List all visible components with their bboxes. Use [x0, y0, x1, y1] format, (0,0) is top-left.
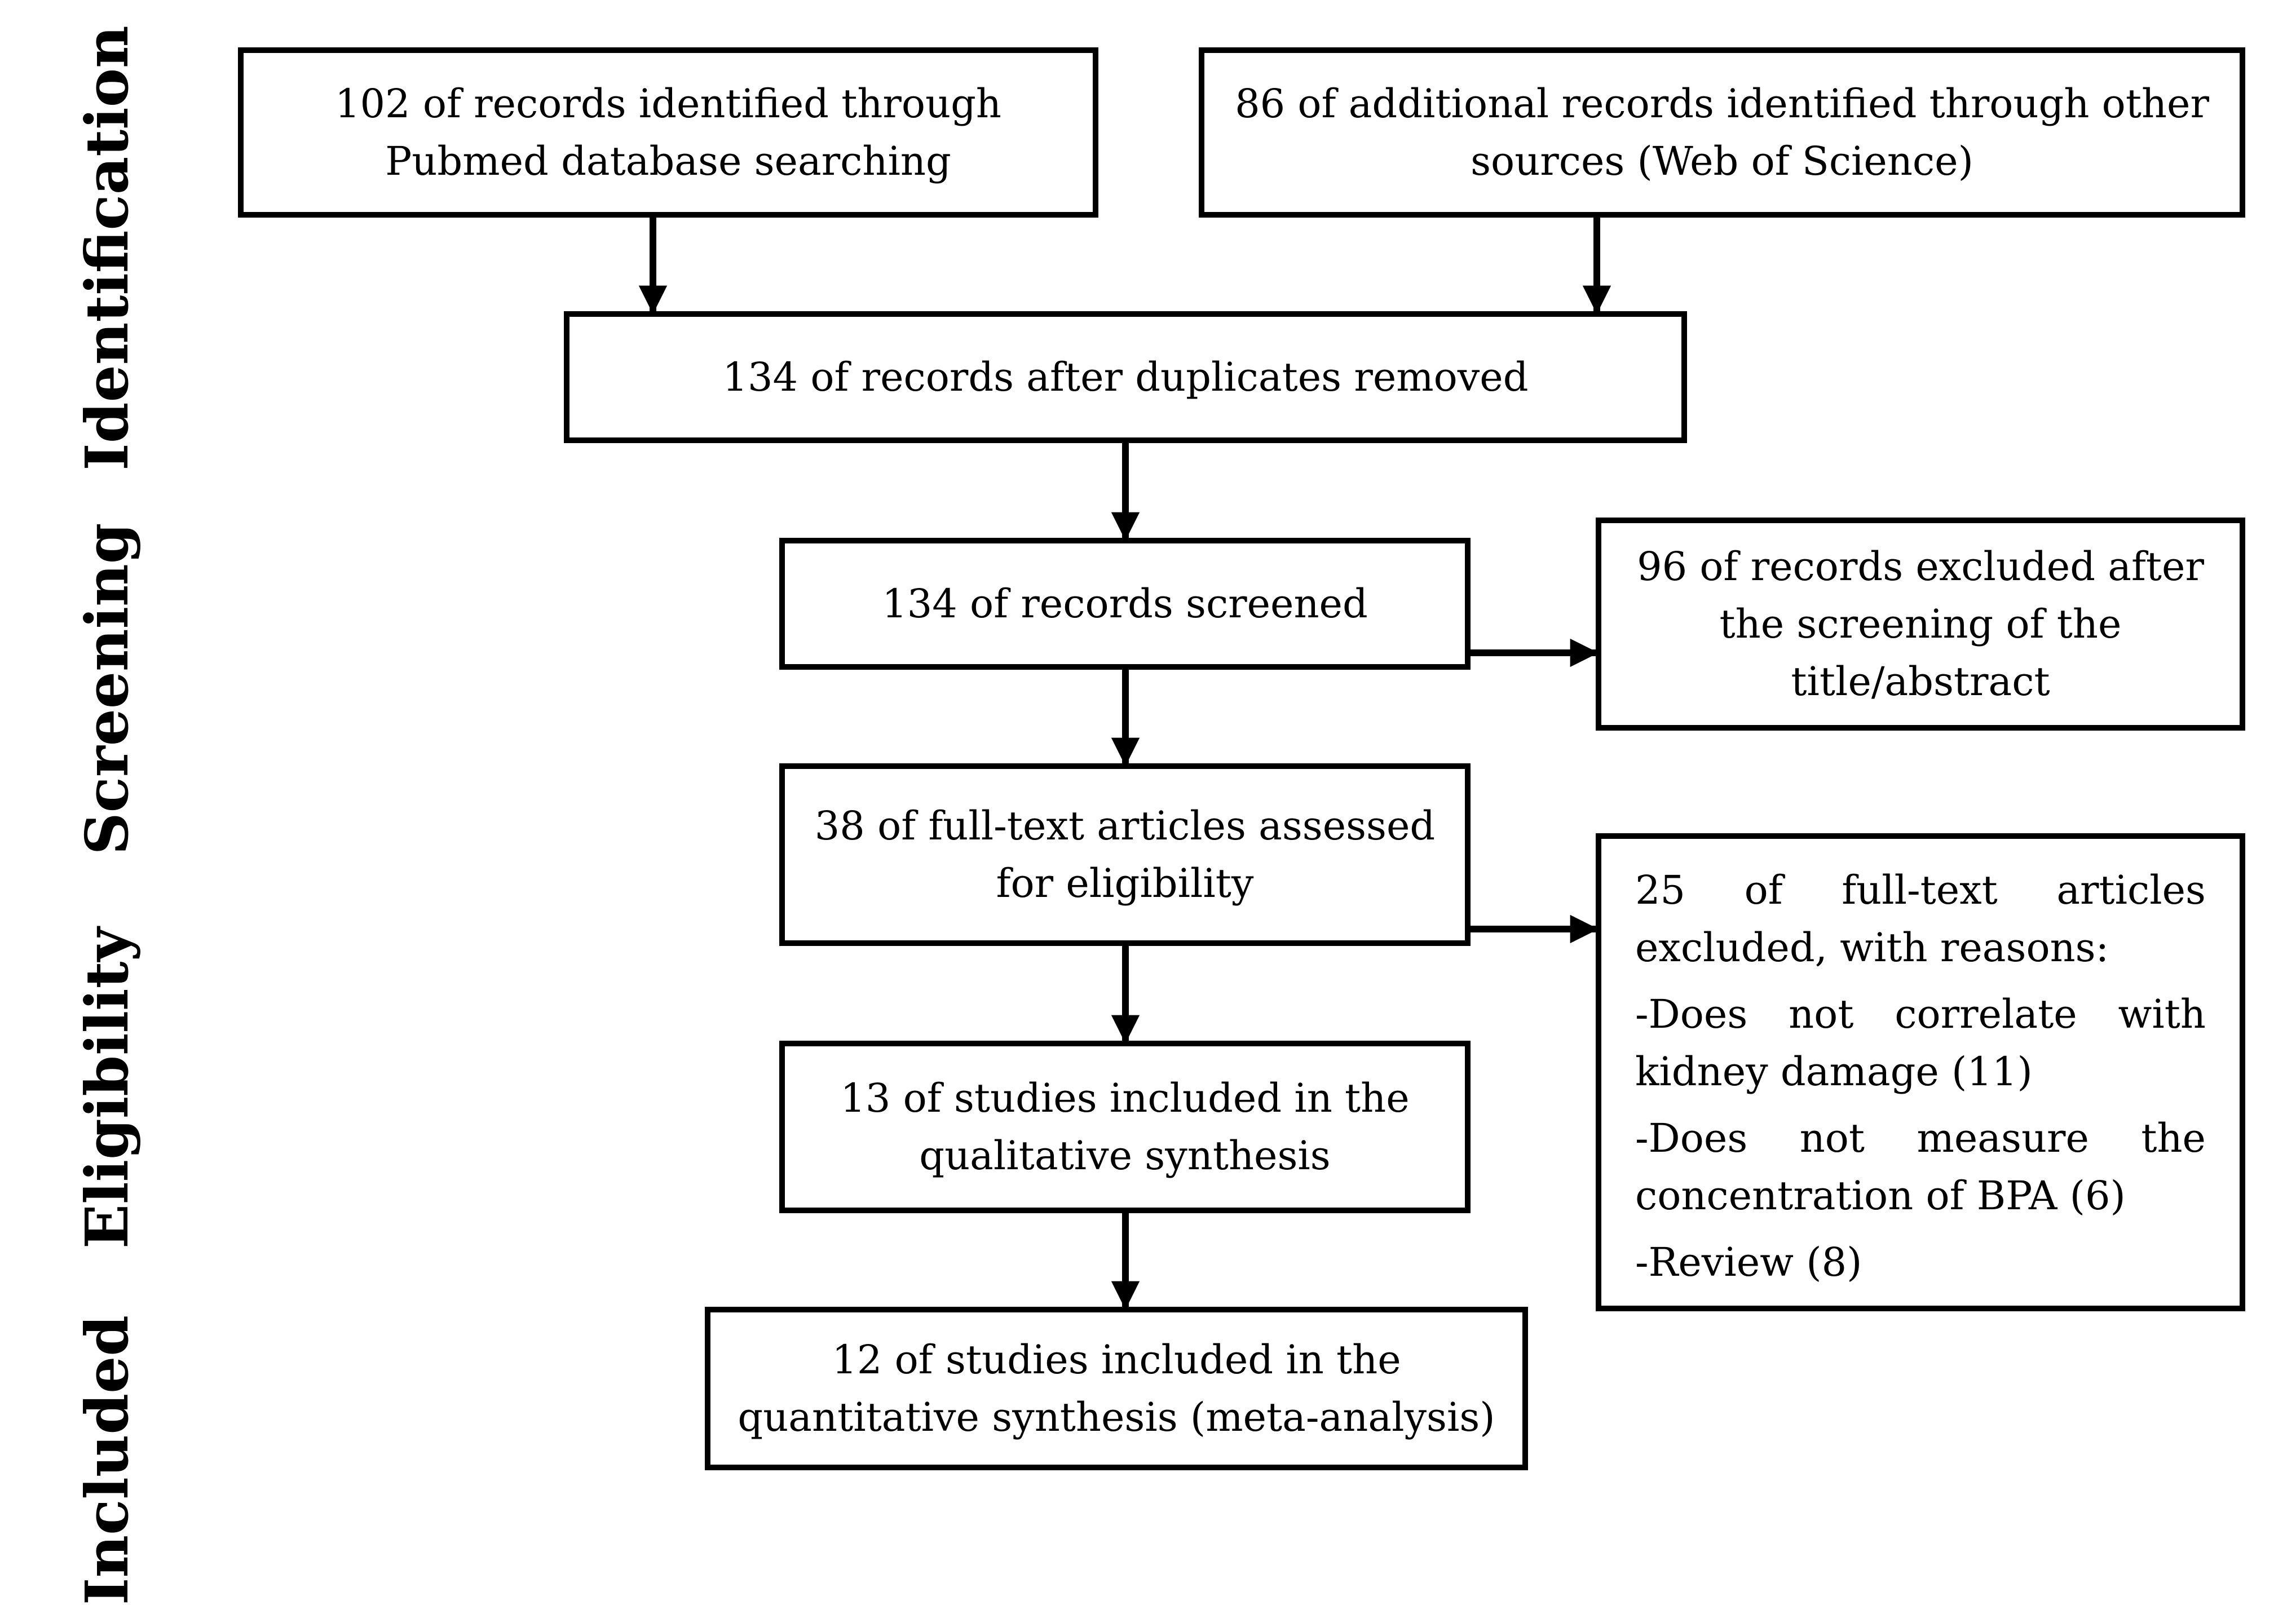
- word: with: [2118, 991, 2206, 1037]
- box-text-line: 134 of records after duplicates removed: [722, 354, 1529, 400]
- line-rest: -Review (8): [1635, 1239, 1862, 1285]
- box-text-line: 86 of additional records identified thro…: [1235, 81, 2209, 127]
- stage-label-included: Included: [72, 1315, 142, 1605]
- box-text-line: 38 of full-text articles assessed: [814, 803, 1436, 849]
- box-records-excluded-screening: 96 of records excluded after the screeni…: [1596, 518, 2245, 731]
- word: -Does: [1635, 991, 1748, 1037]
- stage-label-identification: Identification: [72, 25, 142, 471]
- word: articles: [2056, 867, 2206, 913]
- word: not: [1799, 1115, 1865, 1161]
- box-text-line: 134 of records screened: [882, 581, 1368, 627]
- box-text-line: quantitative synthesis (meta-analysis): [738, 1394, 1495, 1440]
- box-qualitative-synthesis: 13 of studies included in the qualitativ…: [779, 1041, 1471, 1213]
- stage-label-eligibility: Eligibility: [72, 927, 142, 1249]
- box-text-line: 96 of records excluded after: [1637, 543, 2204, 590]
- box-fulltext-excluded-reasons: 25 of full-text articles excluded, with …: [1596, 833, 2245, 1311]
- box-text-line: for eligibility: [996, 860, 1254, 907]
- line-rest: kidney damage (11): [1635, 1049, 2033, 1095]
- word: the: [2141, 1115, 2206, 1161]
- word: not: [1789, 991, 1854, 1037]
- box-text-line: 13 of studies included in the: [840, 1075, 1410, 1121]
- box-fulltext-assessed: 38 of full-text articles assessed for el…: [779, 763, 1471, 946]
- box-text-line: sources (Web of Science): [1471, 138, 1973, 184]
- reason-no-bpa-measure: -Does not measure the concentration of B…: [1635, 1109, 2206, 1224]
- box-other-sources-records: 86 of additional records identified thro…: [1199, 47, 2245, 218]
- box-after-duplicates: 134 of records after duplicates removed: [564, 311, 1687, 443]
- word: -Does: [1635, 1115, 1748, 1161]
- box-text-line: the screening of the: [1719, 601, 2122, 647]
- box-text-line: 12 of studies included in the: [832, 1337, 1401, 1383]
- box-quantitative-synthesis: 12 of studies included in the quantitati…: [705, 1307, 1528, 1470]
- box-text-line: 102 of records identified through: [334, 81, 1002, 127]
- word: full-text: [1842, 867, 1998, 913]
- word: correlate: [1895, 991, 2077, 1037]
- box-text-line: qualitative synthesis: [919, 1133, 1331, 1179]
- word: of: [1744, 867, 1783, 913]
- reason-no-kidney-correlation: -Does not correlate with kidney damage (…: [1635, 985, 2206, 1100]
- box-text-line: Pubmed database searching: [385, 138, 951, 184]
- line-rest: concentration of BPA (6): [1635, 1173, 2126, 1219]
- word: measure: [1917, 1115, 2089, 1161]
- box-text-line: title/abstract: [1791, 658, 2050, 705]
- line-rest: excluded, with reasons:: [1635, 925, 2109, 971]
- box-pubmed-records: 102 of records identified through Pubmed…: [238, 47, 1098, 218]
- word: 25: [1635, 867, 1686, 913]
- stage-label-screening: Screening: [72, 523, 142, 855]
- reason-review: -Review (8): [1635, 1233, 2206, 1291]
- box-records-screened: 134 of records screened: [779, 538, 1471, 670]
- reasons-intro: 25 of full-text articles excluded, with …: [1635, 861, 2206, 976]
